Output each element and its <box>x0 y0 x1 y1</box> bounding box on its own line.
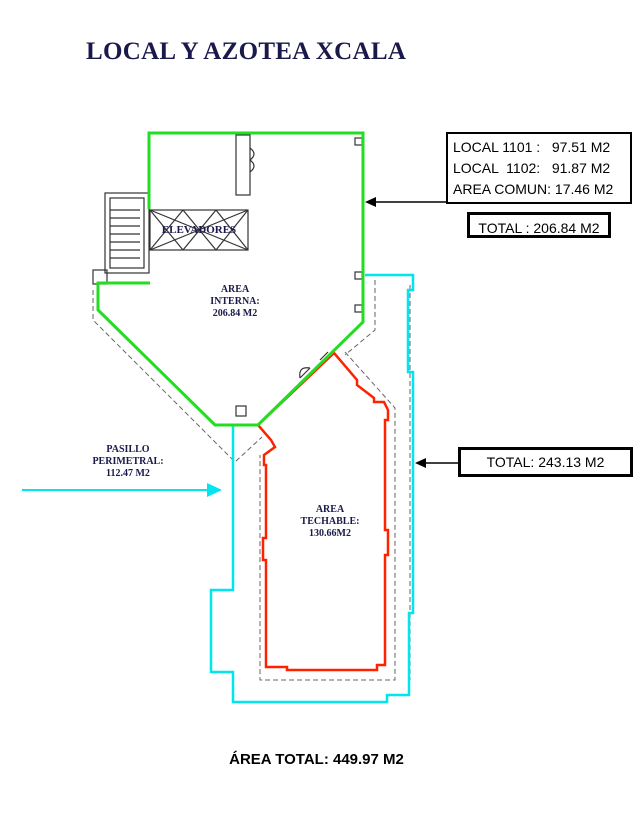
total-interna-box: TOTAL : 206.84 M2 <box>467 212 611 238</box>
label-line: PERIMETRAL: <box>92 456 164 467</box>
area-techable-outline <box>256 351 390 672</box>
label-line: AREA <box>315 504 345 515</box>
label-line: 130.66M2 <box>309 528 351 539</box>
label-line: 112.47 M2 <box>106 468 150 479</box>
label-line: PASILLO <box>106 444 150 455</box>
elevadores-label: ELEVADORES <box>161 224 237 236</box>
area-techable-label: AREA TECHABLE: 130.66M2 <box>285 504 375 540</box>
label-line: AREA <box>220 284 250 295</box>
area-interna-outline <box>96 131 365 427</box>
label-line: TECHABLE: <box>300 516 360 527</box>
label-line: INTERNA: <box>210 296 260 307</box>
area-total-label: ÁREA TOTAL: 449.97 M2 <box>229 751 404 768</box>
legend-row: AREA COMUN: 17.46 M2 <box>453 181 614 197</box>
arrow-exterior-icon <box>415 458 458 468</box>
legend-row: LOCAL 1102: 91.87 M2 <box>453 160 611 176</box>
legend-row: LOCAL 1101 : 97.51 M2 <box>453 139 611 155</box>
pasillo-label: PASILLO PERIMETRAL: 112.47 M2 <box>78 444 178 480</box>
building-core <box>92 134 363 417</box>
pasillo-perimetral-outline <box>209 273 415 704</box>
area-interna-label: AREA INTERNA: 206.84 M2 <box>190 284 280 320</box>
label-line: 206.84 M2 <box>212 308 258 319</box>
arrow-pasillo-icon <box>22 483 222 497</box>
page-title: LOCAL Y AZOTEA XCALA <box>86 38 407 65</box>
total-exterior-box: TOTAL: 243.13 M2 <box>458 447 633 477</box>
local-areas-legend: LOCAL 1101 : 97.51 M2 LOCAL 1102: 91.87 … <box>446 132 632 204</box>
dashed-wall-outline <box>92 280 411 681</box>
